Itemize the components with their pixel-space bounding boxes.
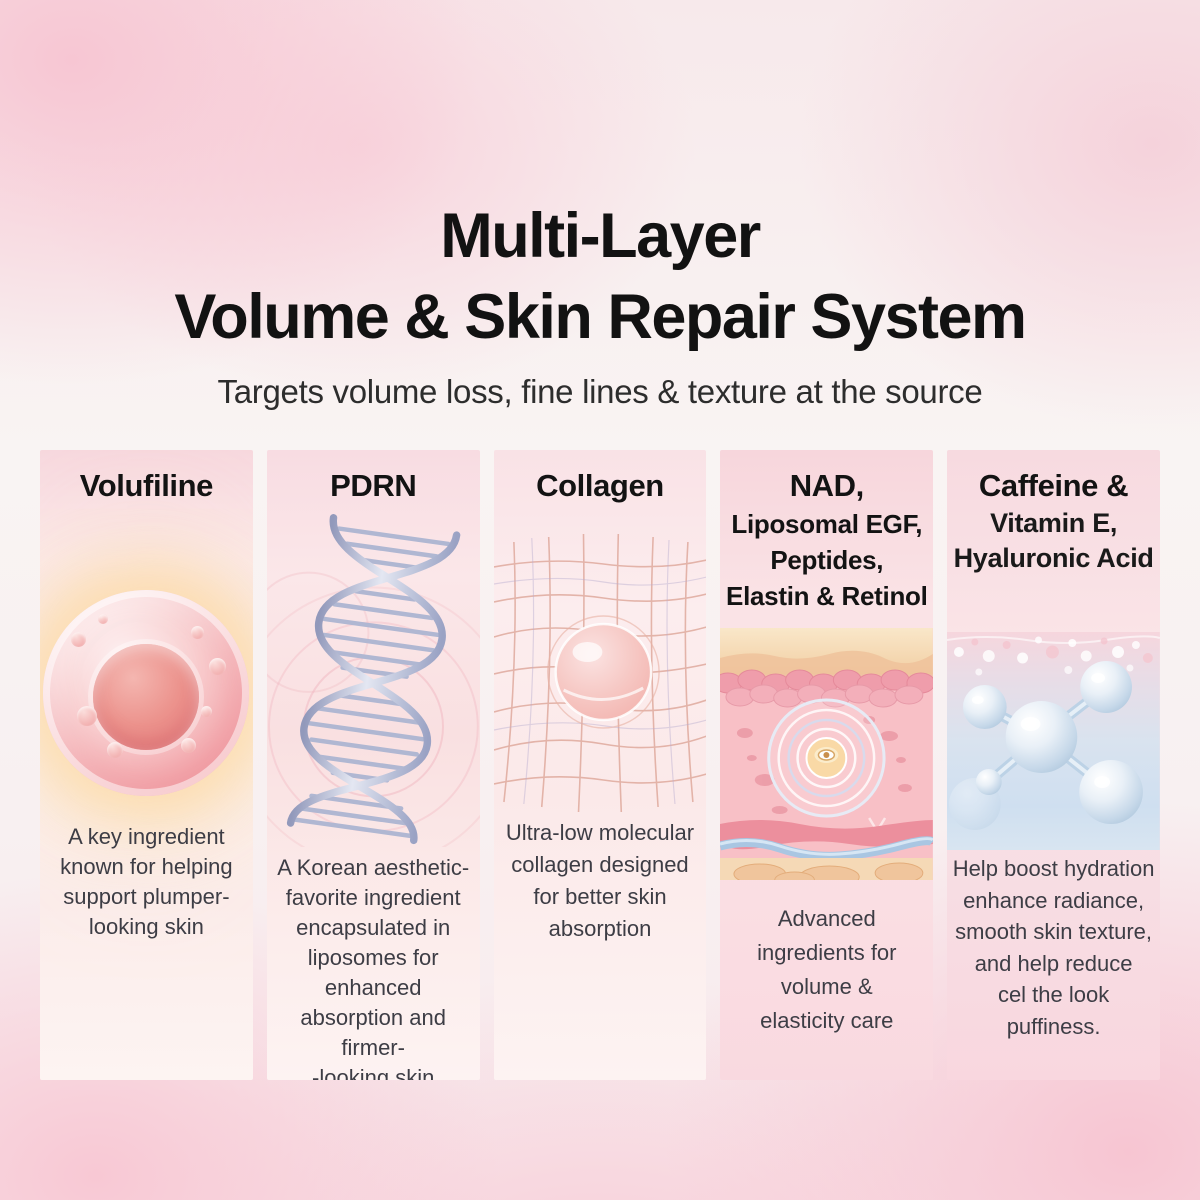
description-line: volume & — [780, 974, 873, 999]
card-description-nad-complex: Advanced ingredients for volume & elasti… — [722, 902, 931, 1038]
page-title-line2: Volume & Skin Repair System — [174, 282, 1027, 352]
dna-helix-icon — [266, 514, 480, 847]
description-line: smooth skin texture, — [955, 919, 1153, 944]
ingredient-card-pdrn: PDRN — [266, 450, 480, 1080]
card-title-volufiline: Volufiline — [79, 468, 214, 503]
molecule-icon — [947, 632, 1160, 850]
description-line: puffiness. — [1006, 1013, 1101, 1039]
cell-sphere-icon — [43, 590, 250, 796]
skin-layers-illustration — [720, 628, 934, 880]
description-line: encapsulated in — [296, 915, 451, 940]
card-description-pdrn: A Korean aesthetic- favorite ingredient … — [269, 853, 478, 1080]
cell-illustration — [40, 580, 253, 820]
hero-header: Multi-Layer Volume & Skin Repair System … — [0, 196, 1200, 412]
description-line: absorption — [548, 916, 652, 941]
description-line: collagen designed — [511, 852, 689, 877]
card-title-collagen: Collagen — [536, 468, 664, 503]
card-description-volufiline: A key ingredient known for helping suppo… — [42, 822, 251, 942]
description-line: cel the look — [997, 982, 1110, 1007]
collagen-mesh-illustration — [493, 522, 707, 817]
ingredient-card-volufiline: Volufiline A key ingredient known for h — [40, 450, 253, 1080]
card-title-pdrn: PDRN — [330, 468, 417, 503]
description-line: for better skin — [533, 884, 667, 909]
description-line: A key ingredient — [68, 824, 225, 849]
skin-cross-section-icon — [720, 628, 934, 880]
collagen-mesh-icon — [493, 533, 707, 813]
card-title-nad-complex: NAD, Liposomal EGF, Peptides, Elastin & … — [726, 468, 928, 611]
page-title-line1: Multi-Layer — [440, 201, 761, 271]
ingredient-card-collagen: Collagen — [493, 450, 707, 1080]
ingredient-columns: Volufiline A key ingredient known for h — [40, 450, 1160, 1080]
description-line: looking skin — [88, 914, 204, 939]
description-line: Advanced — [777, 906, 876, 931]
description-line: liposomes for enhanced — [307, 945, 439, 1000]
molecule-illustration — [947, 632, 1160, 850]
dna-helix-illustration — [266, 512, 480, 847]
description-line: support plumper- — [63, 884, 230, 909]
description-line: A Korean aesthetic- — [277, 855, 470, 880]
cell-nucleus — [93, 644, 200, 750]
ingredient-card-nad-complex: NAD, Liposomal EGF, Peptides, Elastin & … — [720, 450, 934, 1080]
description-line: known for helping — [60, 854, 233, 879]
card-title-caffeine-complex: Caffeine & Vitamin E, Hyaluronic Acid — [953, 468, 1154, 573]
description-line: Ultra-low molecular — [505, 820, 695, 845]
description-line: Help boost hydration — [952, 856, 1155, 881]
card-description-caffeine-complex: Help boost hydration enhance radiance, s… — [949, 853, 1158, 1042]
card-description-collagen: Ultra-low molecular collagen designed fo… — [496, 817, 705, 945]
description-line: and help reduce — [974, 950, 1133, 976]
description-line: enhance radiance, — [963, 887, 1145, 913]
description-line: elasticity care — [760, 1008, 894, 1033]
description-line: -looking skin — [312, 1065, 435, 1080]
description-line: absorption and firmer- — [300, 1005, 446, 1060]
ingredient-card-caffeine-complex: Caffeine & Vitamin E, Hyaluronic Acid — [947, 450, 1160, 1080]
page-subtitle: Targets volume loss, fine lines & textur… — [217, 373, 983, 410]
description-line: favorite ingredient — [285, 885, 461, 910]
description-line: ingredients for — [757, 940, 897, 965]
